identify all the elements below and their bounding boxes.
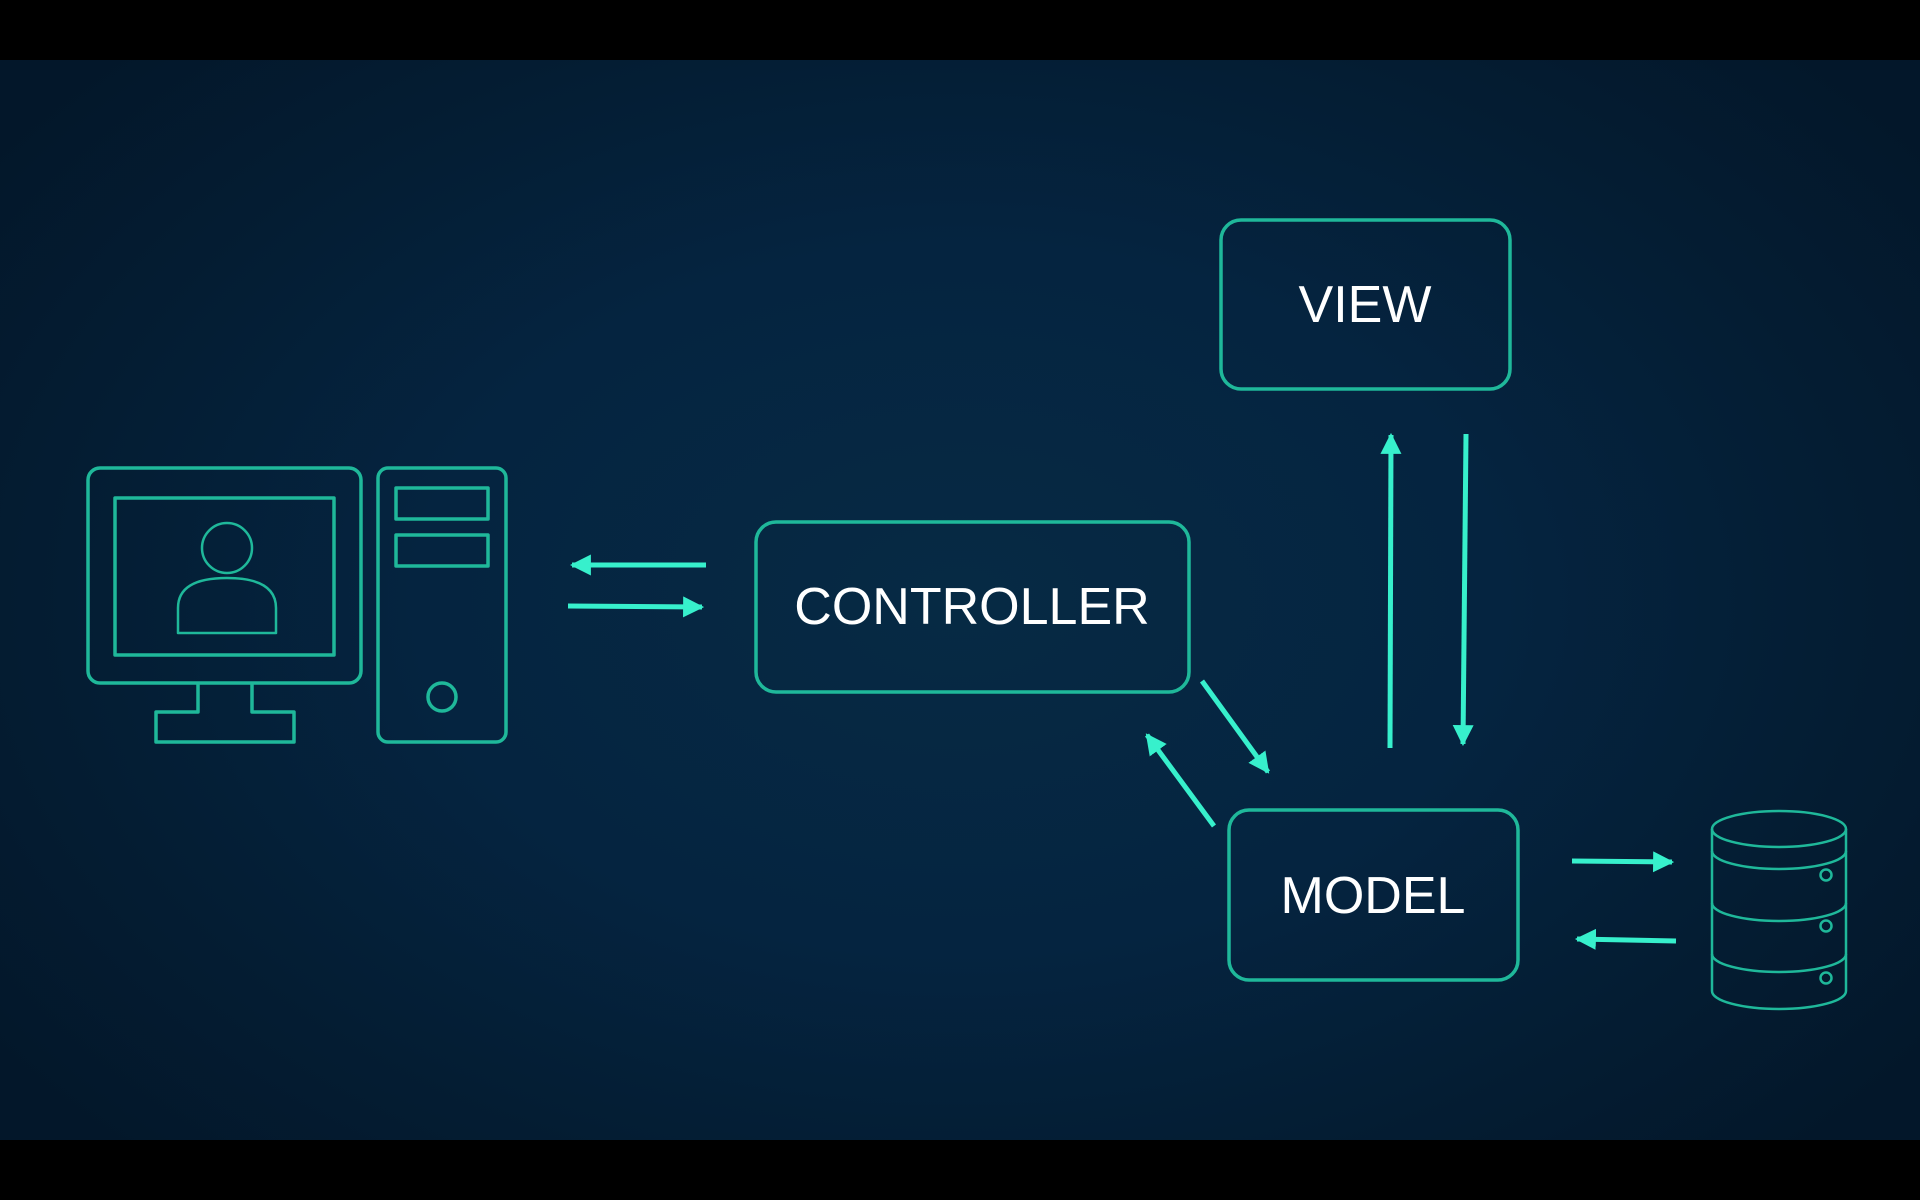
arrow-controller-to-model bbox=[1199, 679, 1271, 774]
mvc-diagram: CONTROLLER VIEW MODEL bbox=[86, 218, 1848, 1011]
tower-drive-bottom bbox=[394, 533, 490, 568]
tower-power-button bbox=[426, 681, 458, 713]
user-head bbox=[200, 521, 254, 575]
monitor-screen bbox=[113, 496, 336, 657]
view-node: VIEW bbox=[1219, 218, 1512, 391]
arrow-database-to-model bbox=[1574, 928, 1677, 950]
tower-drive-top bbox=[394, 486, 490, 521]
database-light-2 bbox=[1819, 919, 1833, 933]
database-top bbox=[1710, 809, 1848, 849]
model-box bbox=[1227, 808, 1520, 982]
computer-user-icon bbox=[86, 466, 508, 744]
diagram-stage: CONTROLLER VIEW MODEL bbox=[0, 60, 1920, 1140]
database-ring-3 bbox=[1710, 953, 1848, 974]
database-light-3 bbox=[1819, 971, 1833, 985]
arrow-client-to-controller bbox=[567, 596, 705, 618]
monitor-outline bbox=[86, 466, 363, 685]
view-box bbox=[1219, 218, 1512, 391]
arrow-model-to-view bbox=[1380, 432, 1402, 749]
view-label: VIEW bbox=[1299, 276, 1432, 334]
arrow-model-to-controller bbox=[1144, 733, 1217, 828]
database-body bbox=[1710, 829, 1848, 1011]
tower-case bbox=[376, 466, 508, 744]
model-node: MODEL bbox=[1227, 808, 1520, 982]
controller-box bbox=[754, 520, 1191, 694]
database-ring-1 bbox=[1710, 850, 1848, 871]
monitor-stand bbox=[154, 683, 296, 744]
controller-label: CONTROLLER bbox=[794, 578, 1149, 636]
controller-node: CONTROLLER bbox=[754, 520, 1191, 694]
database-icon bbox=[1710, 809, 1848, 1011]
model-label: MODEL bbox=[1281, 867, 1466, 925]
database-light-1 bbox=[1819, 868, 1833, 882]
user-body bbox=[176, 576, 278, 635]
database-ring-2 bbox=[1710, 902, 1848, 923]
arrow-view-to-model bbox=[1452, 433, 1474, 747]
arrow-model-to-database bbox=[1571, 851, 1675, 873]
